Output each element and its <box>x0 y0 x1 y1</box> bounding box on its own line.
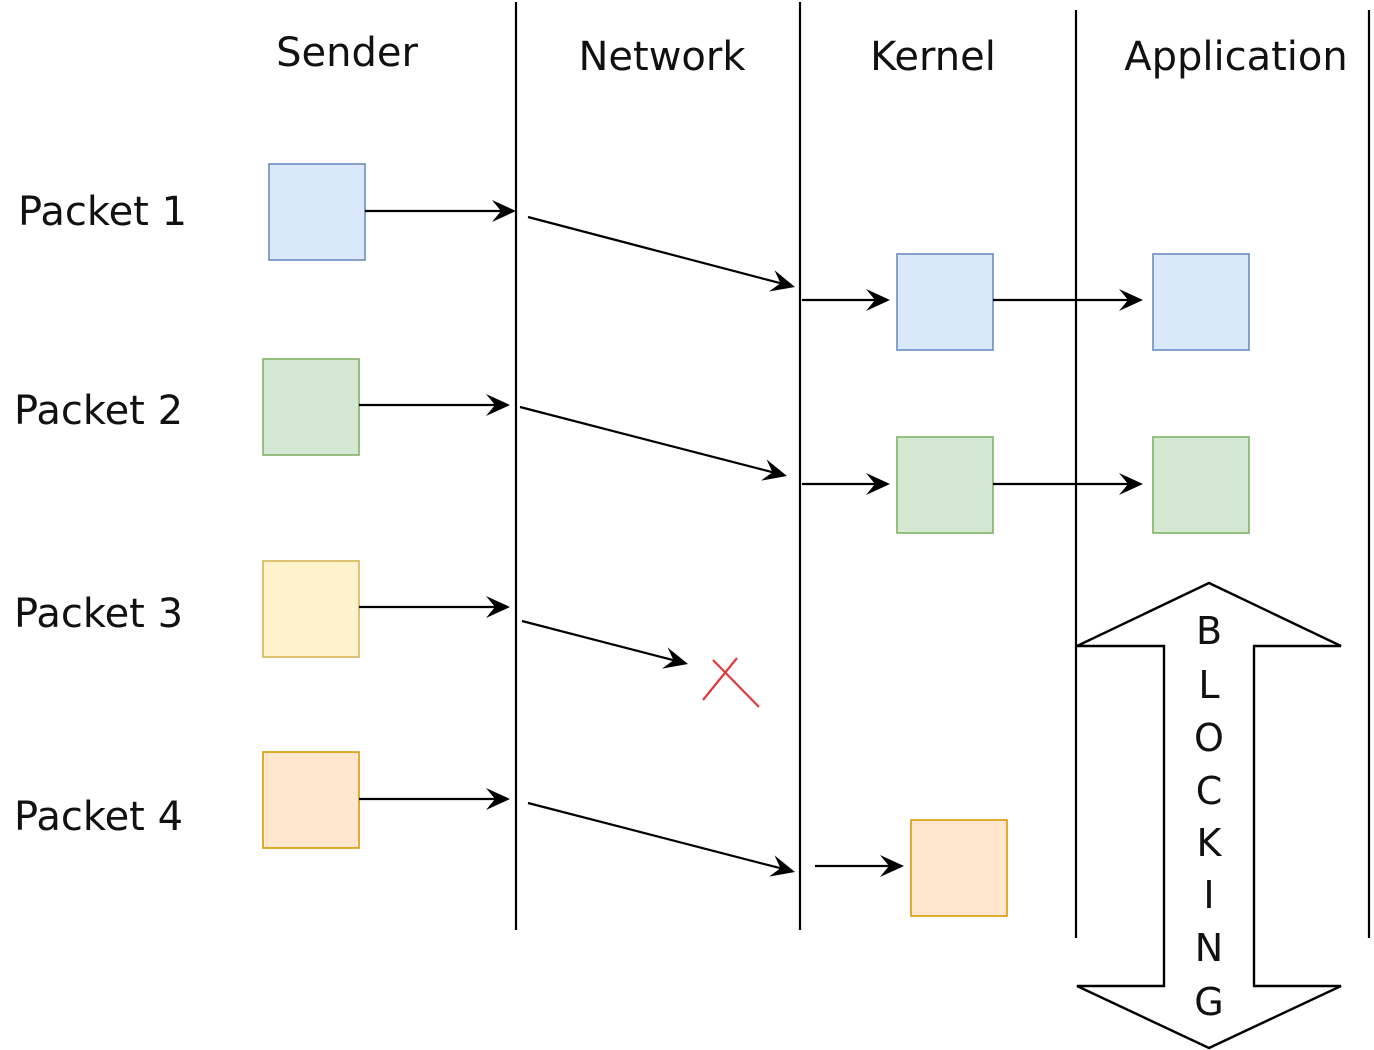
blocking-letter: I <box>1203 873 1214 917</box>
arrowhead-icon <box>761 459 787 481</box>
packet-3-loss-x-icon <box>702 657 760 708</box>
packet-label-2: Packet 2 <box>14 388 183 434</box>
packet-1-sender-box <box>268 163 366 261</box>
packet-2-kernel-arrow <box>802 473 890 495</box>
lane-title-network: Network <box>578 34 746 80</box>
packet-label-4: Packet 4 <box>14 794 183 840</box>
lane-title-kernel: Kernel <box>870 34 996 80</box>
packet-4-send-arrow <box>359 788 510 810</box>
arrowhead-icon <box>769 855 795 877</box>
arrowhead-icon <box>486 394 510 416</box>
packet-1-send-arrow <box>365 200 516 222</box>
arrowhead-icon <box>486 596 510 618</box>
packet-4-sender-box <box>262 751 360 849</box>
lane-title-sender: Sender <box>276 30 418 76</box>
packet-1-kernel-box <box>896 253 994 351</box>
arrow-shaft <box>527 801 781 870</box>
blocking-letter: G <box>1194 980 1223 1024</box>
packet-2-sender-box <box>262 358 360 456</box>
packet-2-kernel-box <box>896 436 994 534</box>
packet-2-deliver-arrow <box>993 473 1143 495</box>
packet-3-network-arrow <box>521 619 688 669</box>
packet-1-deliver-arrow <box>993 289 1143 311</box>
packet-label-3: Packet 3 <box>14 591 183 637</box>
arrowhead-icon <box>866 289 890 311</box>
packet-1-kernel-arrow <box>802 289 890 311</box>
arrows <box>359 200 1143 877</box>
packet-1-network-arrow <box>527 215 795 292</box>
blocking-letter: O <box>1194 716 1224 760</box>
blocking-letter: B <box>1196 609 1222 653</box>
packet-4-kernel-arrow <box>815 855 904 877</box>
packet-2-send-arrow <box>359 394 510 416</box>
packet-1-application-box <box>1152 253 1250 351</box>
packet-4-network-arrow <box>527 801 795 877</box>
packet-2-application-box <box>1152 436 1250 534</box>
blocking-letter: N <box>1195 926 1223 970</box>
arrow-shaft <box>527 215 781 285</box>
packet-4-kernel-box <box>910 819 1008 917</box>
packet-label-1: Packet 1 <box>18 189 187 235</box>
arrowhead-icon <box>492 200 516 222</box>
arrow-shaft <box>519 405 773 474</box>
lane-title-application: Application <box>1124 34 1348 80</box>
packet-2-network-arrow <box>519 405 787 481</box>
arrowhead-icon <box>486 788 510 810</box>
packet-3-send-arrow <box>359 596 510 618</box>
arrowhead-icon <box>880 855 904 877</box>
blocking-double-arrow <box>1076 581 1342 1050</box>
arrowhead-icon <box>1119 289 1143 311</box>
arrow-shaft <box>521 619 674 662</box>
arrowhead-icon <box>1119 473 1143 495</box>
arrowhead-icon <box>866 473 890 495</box>
blocking-letter: L <box>1198 663 1219 707</box>
blocking-letter: K <box>1197 821 1223 865</box>
blocking-label: B L O C K I N G <box>1194 609 1224 1024</box>
arrowhead-icon <box>768 270 795 292</box>
blocking-letter: C <box>1196 769 1223 813</box>
arrowhead-icon <box>662 647 688 669</box>
packet-3-sender-box <box>262 560 360 658</box>
